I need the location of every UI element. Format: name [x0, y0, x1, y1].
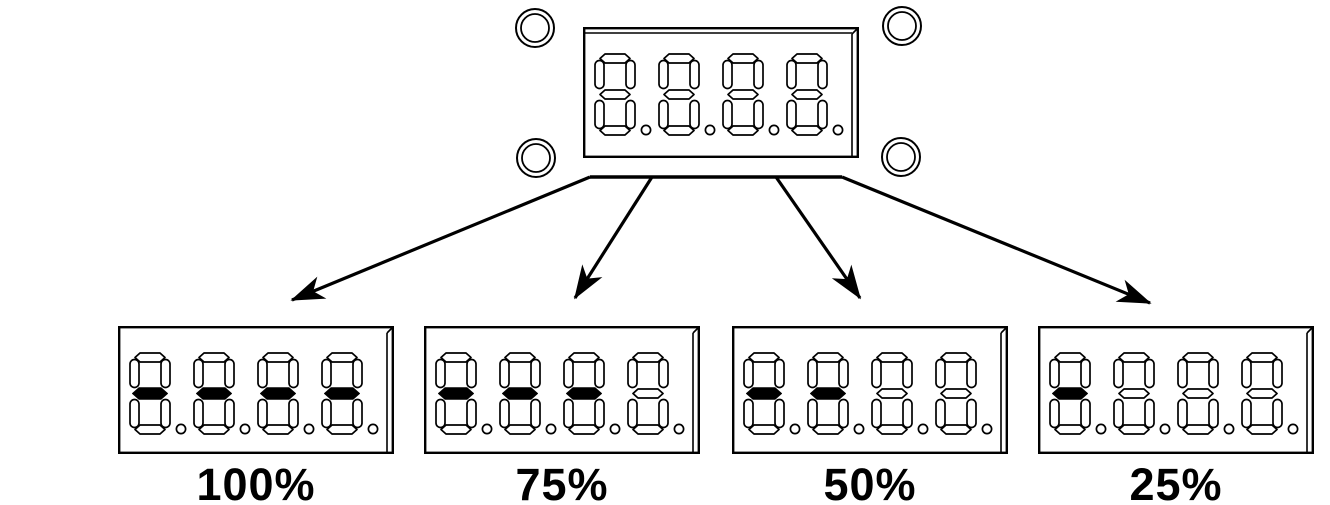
level-50-label: 50% — [823, 459, 917, 505]
level-25-label: 25% — [1129, 459, 1223, 505]
arrow-to-50 — [774, 176, 862, 300]
level-100-display — [118, 326, 394, 454]
level-25: 25% — [1038, 326, 1314, 505]
level-100-label: 100% — [196, 459, 316, 505]
arrow-to-75 — [573, 176, 654, 300]
arrow-to-25 — [841, 175, 1152, 305]
seven-segment-display-module — [515, 6, 922, 178]
arrow-to-100 — [290, 175, 591, 302]
level-75-display — [424, 326, 700, 454]
level-50-display — [732, 326, 1008, 454]
level-75-label: 75% — [515, 459, 609, 505]
level-50: 50% — [732, 326, 1008, 505]
level-100: 100% — [118, 326, 394, 505]
level-25-display — [1038, 326, 1314, 454]
level-75: 75% — [424, 326, 700, 505]
